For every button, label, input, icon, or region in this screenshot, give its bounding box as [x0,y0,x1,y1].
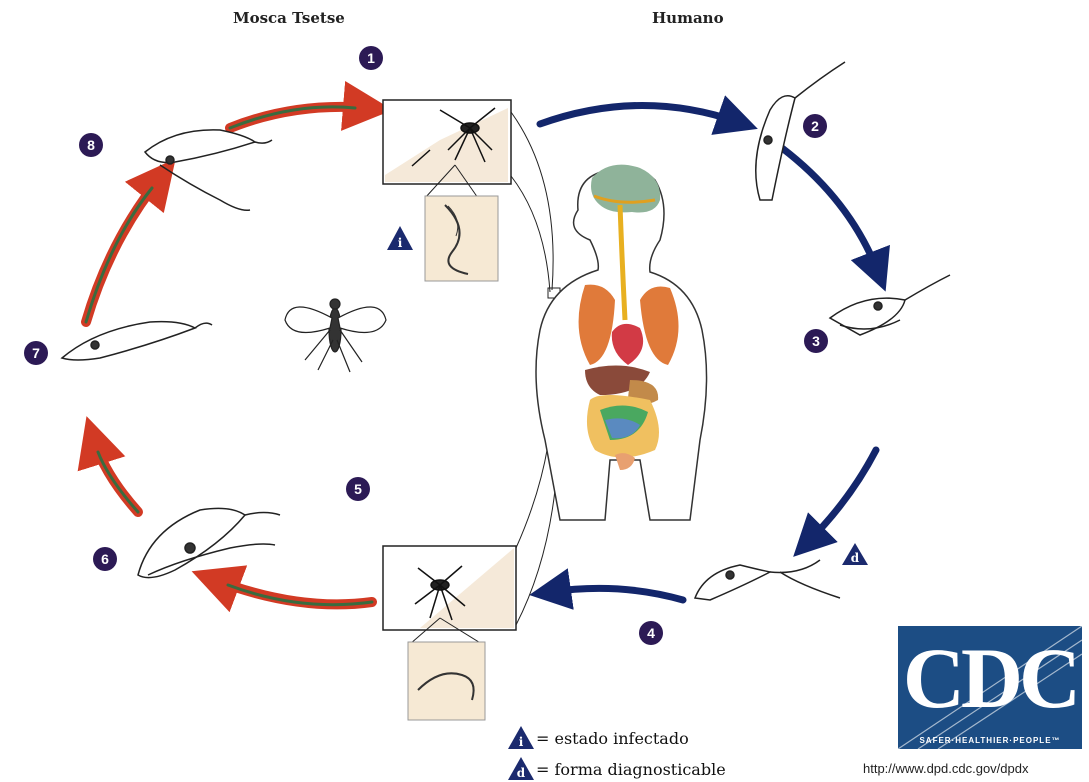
step-1: 1 [359,46,383,70]
step-6: 6 [93,547,117,571]
legend-infective-icon-label: i [519,735,524,749]
step-5: 5 [346,477,370,501]
infective-marker: i [387,226,413,250]
step-2-label: 2 [811,118,819,134]
trypanosome-7 [62,322,212,360]
fly-bite-bottom-box [383,546,516,630]
legend-diagnostic-text: = forma diagnosticable [536,760,726,779]
cdc-logo-letters: CDC [898,630,1082,726]
legend-diagnostic-icon: d [508,757,534,780]
step-3-label: 3 [812,333,820,349]
arrow-7-to-8 [86,178,160,322]
legend-infective-text: = estado infectado [536,729,689,748]
step-4: 4 [639,621,663,645]
source-url: http://www.dpd.cdc.gov/dpdx [863,761,1028,776]
trypanosome-2 [756,62,845,200]
infective-marker-label: i [398,236,403,250]
step-8: 8 [79,133,103,157]
arrow-1-to-2 [540,105,738,124]
cdc-logo-tagline: SAFER·HEALTHIER·PEOPLE™ [898,736,1082,745]
cdc-logo: CDC SAFER·HEALTHIER·PEOPLE™ [898,626,1082,749]
brain [591,165,660,213]
trypanosome-6 [138,508,280,577]
diagnostic-marker-label: d [851,551,860,565]
step-3: 3 [804,329,828,353]
step-5-label: 5 [354,481,362,497]
fly-bite-top-box [383,100,511,184]
step-2: 2 [803,114,827,138]
step-7-label: 7 [32,345,40,361]
legend-infective-icon: i [508,726,534,749]
step-1-label: 1 [367,50,375,66]
arrow-4-to-5 [550,588,683,600]
human-figure [536,165,707,520]
step-8-label: 8 [87,137,95,153]
trypanosome-inset-bottom [408,618,485,720]
trypanosome-3 [830,275,950,335]
legend-diagnostic-icon-label: d [517,766,526,780]
trypanosome-8 [145,130,272,210]
arrow-6-to-7 [94,440,138,512]
arrow-3-to-d [808,450,876,542]
step-6-label: 6 [101,551,109,567]
tsetse-fly [285,299,386,372]
trypanosome-d [695,560,840,600]
step-7: 7 [24,341,48,365]
step-4-label: 4 [647,625,655,641]
arrow-2-to-3 [782,148,878,272]
diagnostic-marker: d [842,543,868,565]
